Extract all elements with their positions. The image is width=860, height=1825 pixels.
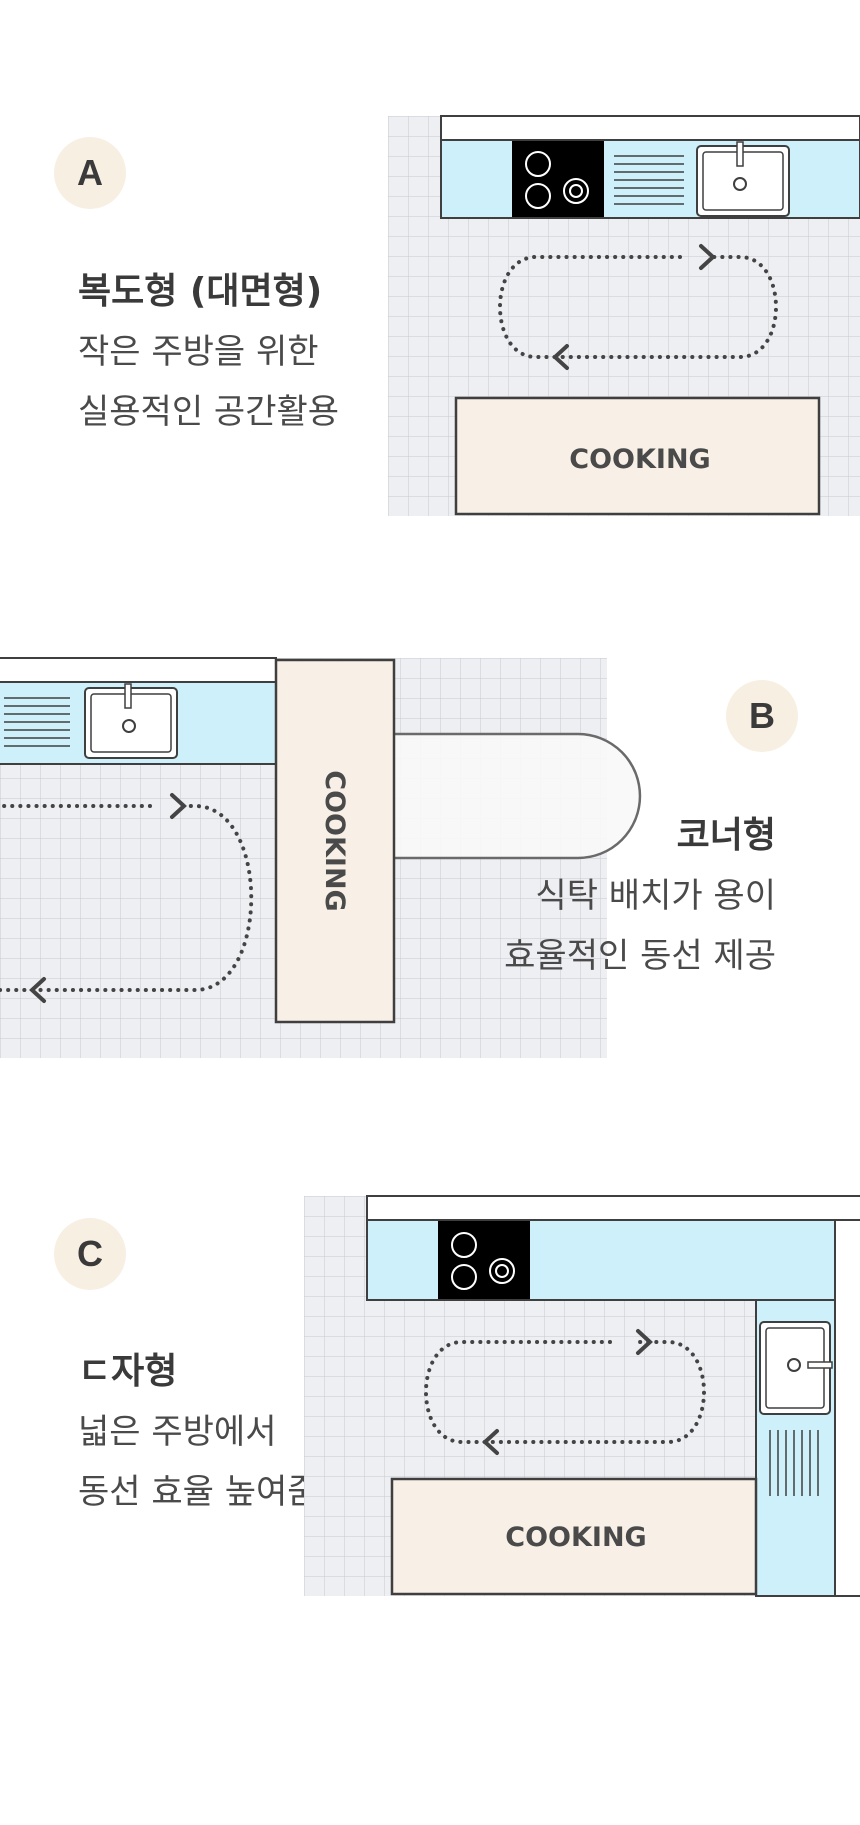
floorplan-a: COOKING [388, 115, 860, 516]
wall-strip [0, 657, 277, 683]
cooking-label-b: COOKING [319, 770, 350, 911]
badge-c: C [54, 1218, 126, 1290]
floorplan-b: COOKING [0, 657, 642, 1058]
wall-strip [440, 115, 860, 141]
cooking-island [390, 1477, 758, 1596]
sink-icon [84, 683, 178, 759]
cooking-island [274, 658, 396, 1024]
counter [440, 139, 860, 219]
layout-section-c: C ㄷ자형 넓은 주방에서 동선 효율 높여줌 [0, 1120, 860, 1825]
description-c: ㄷ자형 넓은 주방에서 동선 효율 높여줌 [78, 1342, 319, 1522]
sink-icon [696, 141, 790, 217]
desc-line-a-2: 실용적인 공간활용 [78, 392, 340, 432]
floorplan-c: COOKING [304, 1195, 860, 1597]
wall-strip [366, 1195, 860, 1221]
title-b: 코너형 [676, 815, 776, 856]
cooking-label-c: COOKING [505, 1522, 646, 1553]
dining-table [391, 732, 642, 860]
description-a: 복도형 (대면형) 작은 주방을 위한 실용적인 공간활용 [78, 262, 339, 442]
flow-arrow-icon [498, 244, 778, 370]
badge-b: B [726, 680, 798, 752]
layout-section-b: COOKING B 코너형 식탁 배치가 용이 효율적인 동선 제공 [0, 560, 860, 1120]
description-b: 코너형 식탁 배치가 용이 효율적인 동선 제공 [504, 806, 776, 986]
title-c: ㄷ자형 [78, 1351, 178, 1392]
counter-top [366, 1219, 836, 1301]
desc-line-b-2: 효율적인 동선 제공 [504, 936, 776, 976]
dish-rack-icon [4, 697, 70, 747]
flow-arrow-icon [424, 1329, 706, 1455]
layout-section-a: A 복도형 (대면형) 작은 주방을 위한 실용적인 공간활용 [0, 0, 860, 560]
desc-line-c-1: 넓은 주방에서 [78, 1412, 277, 1452]
badge-a: A [54, 137, 126, 209]
desc-line-c-2: 동선 효율 높여줌 [78, 1472, 319, 1512]
cooking-island [454, 396, 821, 516]
dish-rack-icon [769, 1430, 819, 1496]
title-a: 복도형 (대면형) [78, 271, 323, 312]
dish-rack-icon [614, 155, 684, 205]
desc-line-a-1: 작은 주방을 위한 [78, 332, 319, 372]
flow-arrow-icon [0, 793, 254, 1003]
sink-icon [759, 1321, 833, 1415]
desc-line-b-1: 식탁 배치가 용이 [535, 876, 776, 916]
side-wall [834, 1219, 860, 1597]
stove-icon [438, 1221, 530, 1299]
cooking-label-a: COOKING [569, 444, 710, 475]
stove-icon [512, 141, 604, 217]
